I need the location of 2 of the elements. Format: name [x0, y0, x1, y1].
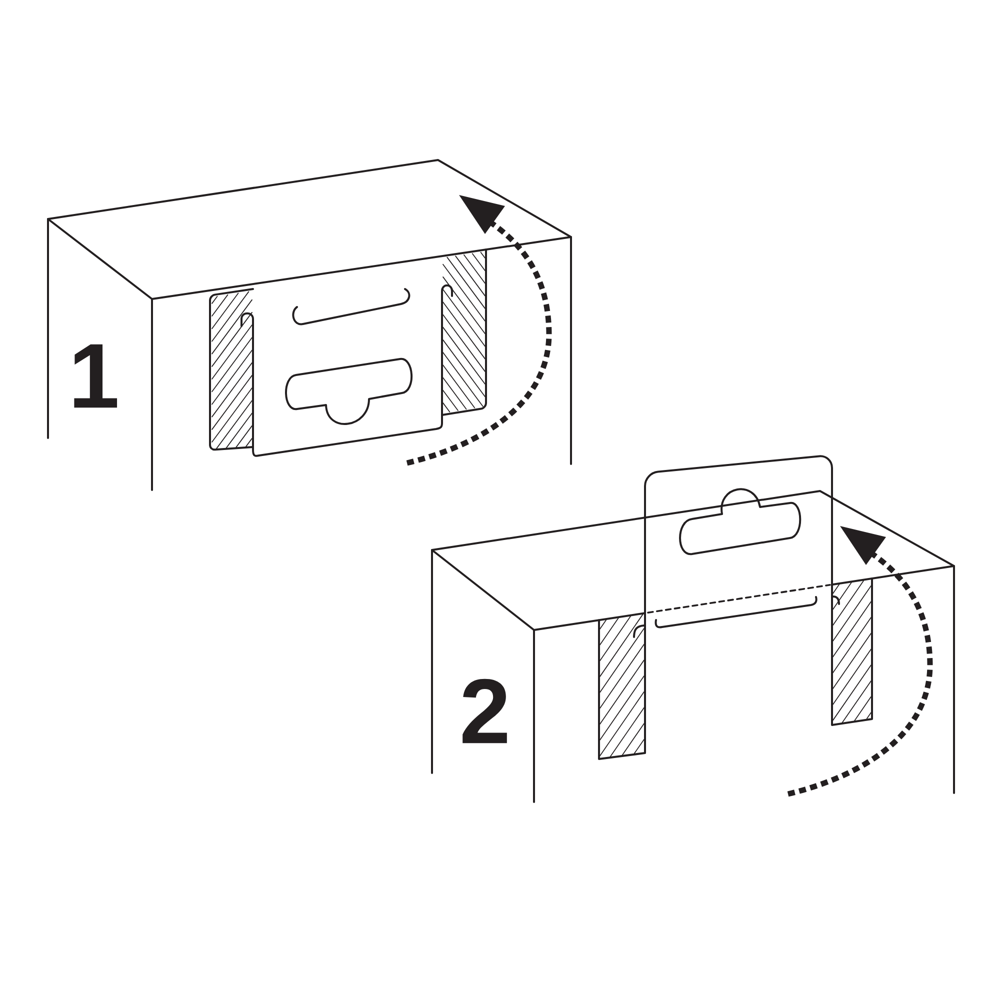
step-number: 2	[462, 678, 507, 744]
step-number: 1	[74, 344, 118, 408]
